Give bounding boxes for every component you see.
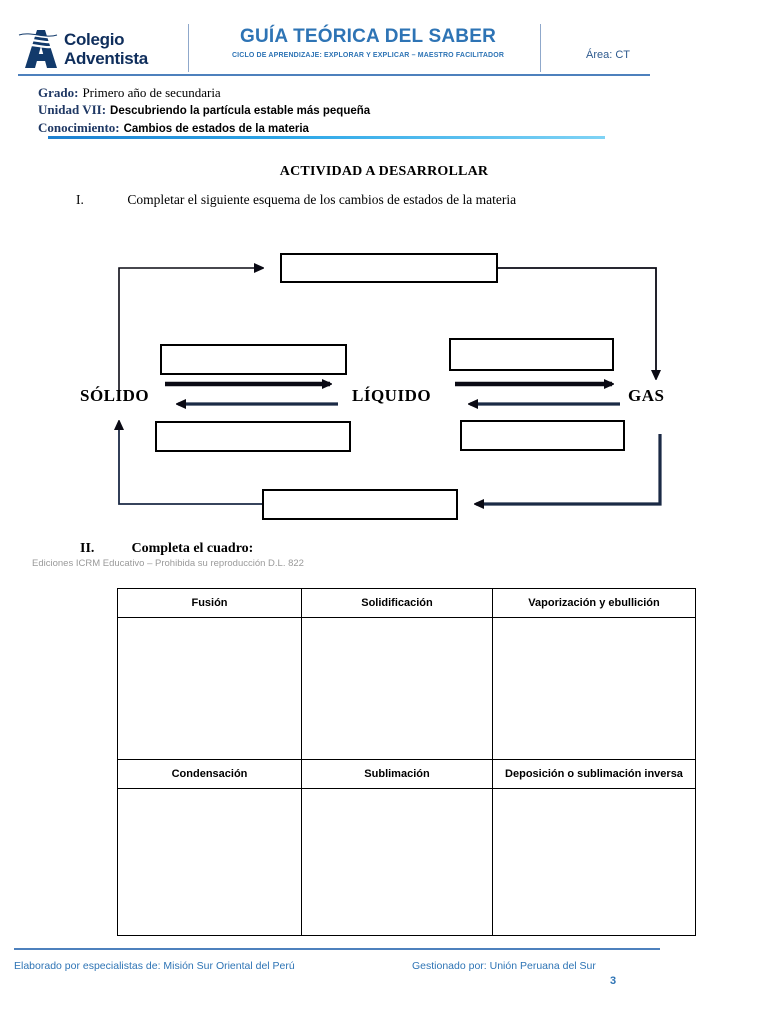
box-bottom-deposicion[interactable]	[262, 489, 458, 520]
logo-line-1: Colegio	[64, 30, 125, 49]
table-header-row-1: Fusión Solidificación Vaporización y ebu…	[117, 588, 696, 618]
page-number: 3	[610, 975, 617, 987]
unidad-value: Descubriendo la partícula estable más pe…	[110, 105, 371, 117]
footer-left-text: Elaborado por especialistas de: Misión S…	[14, 960, 295, 972]
conocimiento-value: Cambios de estados de la materia	[123, 123, 309, 135]
header-divider-left	[188, 24, 189, 72]
document-header: Colegio Adventista GUÍA TEÓRICA DEL SABE…	[18, 24, 650, 74]
table-cell-deposicion[interactable]	[492, 788, 696, 936]
table-cell-solidificacion[interactable]	[301, 617, 493, 760]
activity-title: ACTIVIDAD A DESARROLLAR	[279, 164, 489, 179]
item-1-text: Completar el siguiente esquema de los ca…	[127, 192, 517, 207]
state-changes-table: Fusión Solidificación Vaporización y ebu…	[117, 588, 696, 936]
state-changes-diagram: SÓLIDO LÍQUIDO GAS	[0, 236, 768, 536]
table-row	[117, 617, 696, 760]
grado-label: Grado:	[38, 85, 79, 100]
table-cell-vaporizacion[interactable]	[492, 617, 696, 760]
table-header-sublimacion: Sublimación	[301, 759, 493, 789]
unidad-label: Unidad VII:	[38, 102, 107, 117]
area-label: Área: CT	[585, 49, 630, 61]
adventist-a-logo-icon	[18, 28, 58, 70]
state-label-liquido: LÍQUIDO	[352, 386, 432, 405]
state-label-gas: GAS	[628, 386, 665, 405]
grado-value: Primero año de secundaria	[82, 85, 221, 100]
box-solido-liquido-upper[interactable]	[160, 344, 347, 375]
item-2-number: II.	[80, 541, 95, 556]
table-row	[117, 788, 696, 936]
state-label-solido: SÓLIDO	[80, 386, 150, 405]
header-divider-right	[540, 24, 541, 72]
box-top-sublimacion[interactable]	[280, 253, 498, 283]
box-liquido-gas-lower[interactable]	[460, 420, 625, 451]
table-cell-fusion[interactable]	[117, 617, 302, 760]
lesson-meta: Grado: Primero año de secundaria Unidad …	[38, 85, 638, 138]
conocimiento-label: Conocimiento:	[38, 120, 120, 135]
activity-item-1: I. Completar el siguiente esquema de los…	[76, 192, 676, 208]
meta-row-conocimiento: Conocimiento: Cambios de estados de la m…	[38, 120, 638, 137]
table-header-condensacion: Condensación	[117, 759, 302, 789]
table-cell-condensacion[interactable]	[117, 788, 302, 936]
item-1-number: I.	[76, 192, 84, 207]
footer-rule	[14, 948, 660, 950]
school-logo: Colegio Adventista	[18, 26, 178, 72]
box-solido-liquido-lower[interactable]	[155, 421, 351, 452]
meta-row-unidad: Unidad VII: Descubriendo la partícula es…	[38, 102, 638, 119]
school-logo-text: Colegio Adventista	[64, 30, 148, 68]
table-cell-sublimacion[interactable]	[301, 788, 493, 936]
logo-line-2: Adventista	[64, 49, 148, 68]
table-header-fusion: Fusión	[117, 588, 302, 618]
table-header-vaporizacion: Vaporización y ebullición	[492, 588, 696, 618]
meta-divider-rule	[48, 136, 605, 139]
item-2-text: Completa el cuadro:	[131, 541, 254, 556]
table-header-solidificacion: Solidificación	[301, 588, 493, 618]
table-header-deposicion: Deposición o sublimación inversa	[492, 759, 696, 789]
header-center: GUÍA TEÓRICA DEL SABER CICLO DE APRENDIZ…	[198, 24, 538, 62]
activity-item-2: II. Completa el cuadro:	[80, 541, 253, 557]
page-title: GUÍA TEÓRICA DEL SABER	[240, 26, 496, 47]
box-liquido-gas-upper[interactable]	[449, 338, 614, 371]
footer-right-text: Gestionado por: Unión Peruana del Sur	[412, 960, 596, 972]
table-header-row-2: Condensación Sublimación Deposición o su…	[117, 759, 696, 789]
diagram-arrows	[0, 236, 662, 536]
page-subtitle: CICLO DE APRENDIZAJE: EXPLORAR Y EXPLICA…	[231, 52, 505, 59]
copyright-notice: Ediciones ICRM Educativo – Prohibida su …	[32, 558, 304, 569]
header-rule	[18, 74, 650, 76]
meta-row-grado: Grado: Primero año de secundaria	[38, 85, 638, 101]
